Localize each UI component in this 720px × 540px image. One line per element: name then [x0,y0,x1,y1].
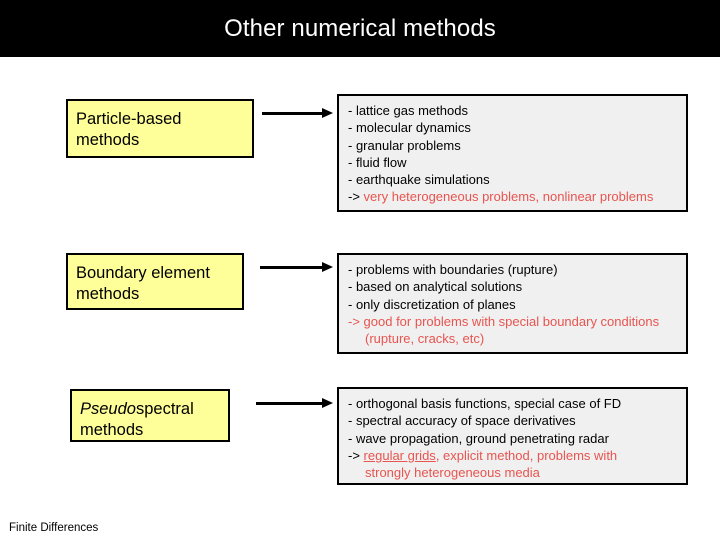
arrow-head [322,398,333,408]
label-line-1: Pseudospectral [80,399,228,420]
list-item-conclusion: -> regular grids, explicit method, probl… [348,447,680,464]
conclusion-link[interactable]: regular grids [363,447,436,463]
detail-box-boundary-element: - problems with boundaries (rupture) - b… [337,253,688,354]
arrow-right-icon [260,262,333,274]
list-item: - fluid flow [348,154,407,170]
list-item: - orthogonal basis functions, special ca… [348,396,622,411]
conclusion-text: , explicit method, problems with [435,447,618,463]
footer-label: Finite Differences [9,522,99,534]
method-label-boundary-element: Boundary element methods [66,253,244,310]
list-item: - based on analytical solutions [348,279,523,295]
list-item: - earthquake simulations [348,172,490,188]
label-line-1-plain: spectral [135,400,194,418]
list-item: - wave propagation, ground penetrating r… [348,430,609,446]
arrow-shaft [256,402,323,405]
page-title: Other numerical methods [224,15,496,42]
arrow-right-icon [262,108,333,120]
list-item-conclusion: -> good for problems with special bounda… [348,313,660,329]
label-line-2: methods [80,421,144,439]
label-line-1-plain: Boundary element [76,264,210,282]
label-line-2: methods [76,131,140,149]
list-item-conclusion-cont: strongly heterogeneous media [365,465,540,481]
detail-box-particle-based: - lattice gas methods - molecular dynami… [337,94,688,212]
list-item: - only discretization of planes [348,296,516,312]
list-item: - problems with boundaries (rupture) [348,262,558,277]
label-line-1-italic: Pseudo [80,400,136,418]
label-line-2: methods [76,285,140,303]
label-line-1: Boundary element [76,263,242,284]
conclusion-text: very heterogeneous problems, nonlinear p… [363,189,654,205]
method-label-particle-based: Particle-based methods [66,99,254,158]
list-item: - molecular dynamics [348,120,471,136]
list-item: - granular problems [348,137,461,153]
arrow-right-icon [256,398,333,410]
arrow-shaft [260,266,323,269]
method-label-pseudospectral: Pseudospectral methods [70,389,230,442]
list-item: - spectral accuracy of space derivatives [348,413,576,429]
arrow-head [322,262,333,272]
label-line-1-plain: Particle-based [76,110,182,128]
conclusion-prefix: -> [348,189,364,205]
detail-box-pseudospectral: - orthogonal basis functions, special ca… [337,387,688,485]
label-line-1: Particle-based [76,109,252,130]
title-bar [0,0,720,57]
list-item-conclusion: -> very heterogeneous problems, nonlinea… [348,188,680,205]
arrow-shaft [262,112,323,115]
conclusion-prefix: -> [348,447,364,463]
arrow-head [322,108,333,118]
list-item-conclusion-cont: (rupture, cracks, etc) [365,331,485,347]
list-item: - lattice gas methods [348,103,468,118]
